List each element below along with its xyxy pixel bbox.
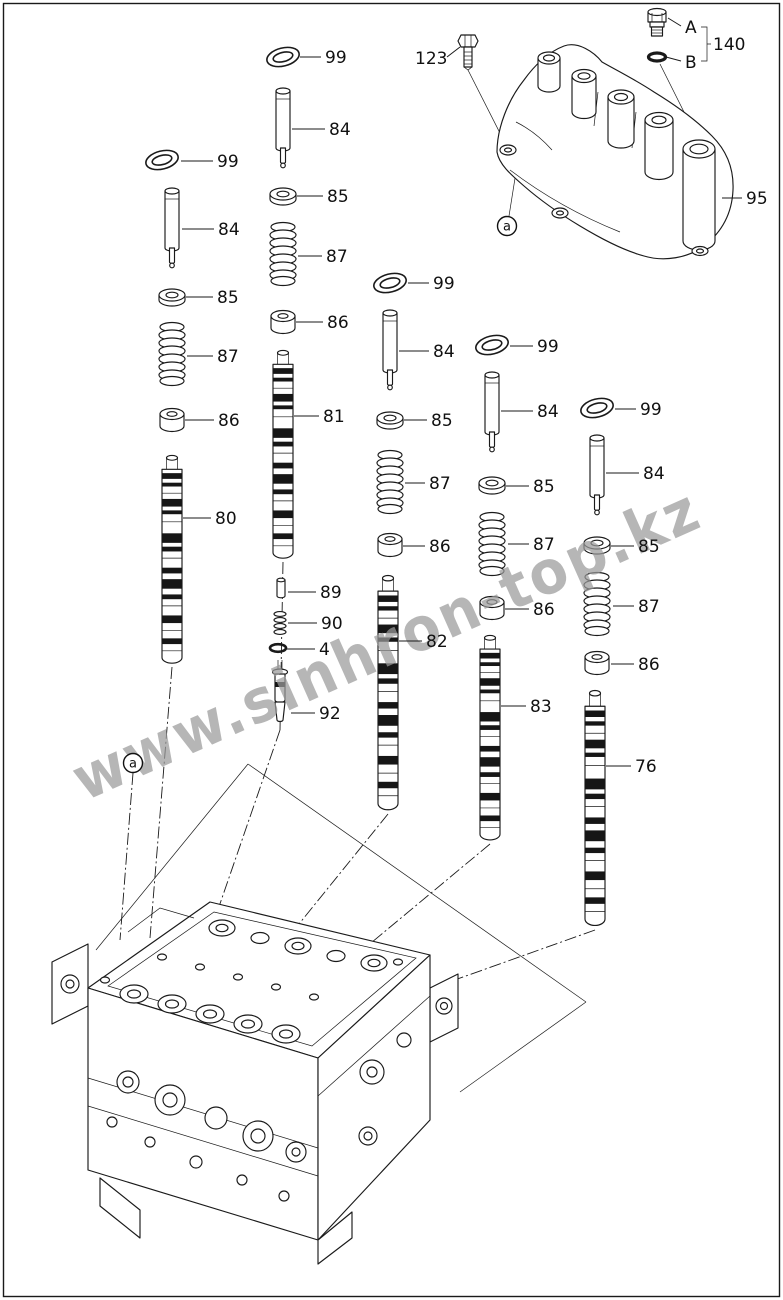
spool-81 — [272, 349, 294, 559]
oring-140b — [646, 51, 668, 63]
plunger-84 — [382, 309, 398, 391]
part-callout-87: 87 — [638, 597, 660, 617]
part-callout-92: 92 — [319, 704, 341, 724]
part-callout-85: 85 — [327, 187, 349, 207]
part-callout-86: 86 — [327, 313, 349, 333]
part-callout-99: 99 — [537, 337, 559, 357]
seat-85 — [269, 187, 297, 206]
leader-line-123 — [446, 46, 461, 58]
part-callout-99: 99 — [217, 152, 239, 172]
part-callout-99: 99 — [433, 274, 455, 294]
view-marker-a: a — [122, 752, 144, 774]
collar-86 — [584, 650, 610, 676]
oring-99 — [578, 394, 616, 422]
plunger-84 — [484, 371, 500, 453]
part-callout-84: 84 — [218, 220, 240, 240]
svg-text:a: a — [129, 757, 137, 772]
spring-90 — [273, 611, 287, 635]
part-callout-86: 86 — [429, 537, 451, 557]
part-callout-86: 86 — [218, 411, 240, 431]
spool-column-2 — [264, 43, 302, 723]
part-callout-89: 89 — [320, 583, 342, 603]
part-callout-82: 82 — [426, 632, 448, 652]
spool-column-1 — [143, 146, 186, 664]
plunger-84 — [589, 434, 605, 516]
part-callout-87: 87 — [326, 247, 348, 267]
spool-83 — [479, 634, 501, 841]
callout-layer: 99 84 85 87 86 80 99 84 85 87 86 81 89 90 4 92 99 84 85 87 8… — [181, 17, 768, 777]
part-callout-99: 99 — [325, 48, 347, 68]
housing-bore-towers — [537, 51, 716, 251]
part-callout-90: 90 — [321, 614, 343, 634]
part-callout-85: 85 — [431, 411, 453, 431]
svg-text:a: a — [503, 220, 511, 235]
part-callout-99: 99 — [640, 400, 662, 420]
part-callout-84: 84 — [329, 120, 351, 140]
spring-87 — [376, 449, 404, 515]
oring-99 — [473, 331, 511, 359]
part-callout-86: 86 — [533, 600, 555, 620]
part-callout-85: 85 — [217, 288, 239, 308]
leader-line-B — [665, 56, 682, 62]
spool-column-5 — [578, 394, 616, 927]
part-callout-87: 87 — [217, 347, 239, 367]
ring-4 — [268, 642, 288, 654]
valve-block-body — [51, 901, 459, 1265]
collar-86 — [377, 532, 403, 558]
part-callout-87: 87 — [429, 474, 451, 494]
oring-99 — [143, 146, 181, 174]
plunger-84 — [275, 87, 291, 169]
part-callout-123: 123 — [415, 49, 447, 69]
pin-89 — [276, 577, 286, 599]
part-callout-84: 84 — [643, 464, 665, 484]
part-callout-140: 140 — [713, 35, 745, 55]
collar-86 — [159, 407, 185, 433]
spool-76 — [584, 689, 606, 927]
marker-layer: aa — [122, 215, 518, 774]
oring-99 — [264, 43, 302, 71]
seat-85 — [158, 288, 186, 307]
part-callout-85: 85 — [533, 477, 555, 497]
seat-85 — [478, 476, 506, 495]
part-callout-4: 4 — [319, 640, 330, 660]
bracket-140 — [701, 26, 711, 62]
part-callout-87: 87 — [533, 535, 555, 555]
view-marker-a: a — [496, 215, 518, 237]
oring-99 — [371, 269, 409, 297]
part-callout-80: 80 — [215, 509, 237, 529]
seat-85 — [376, 411, 404, 430]
part-callout-95: 95 — [746, 189, 768, 209]
part-callout-84: 84 — [537, 402, 559, 422]
spring-87 — [158, 321, 186, 387]
part-callout-85: 85 — [638, 537, 660, 557]
leader-line-A — [667, 17, 682, 27]
part-callout-81: 81 — [323, 407, 345, 427]
bolt-123 — [457, 34, 479, 71]
plug-140a — [647, 7, 667, 37]
part-callout-B: B — [685, 53, 697, 73]
part-callout-86: 86 — [638, 655, 660, 675]
spool-80 — [161, 454, 183, 664]
spring-87 — [269, 221, 297, 287]
part-callout-76: 76 — [635, 757, 657, 777]
poppet-92 — [271, 660, 289, 723]
plunger-84 — [164, 187, 180, 269]
valve-housing-95 — [496, 44, 734, 260]
part-callout-83: 83 — [530, 697, 552, 717]
collar-86 — [270, 309, 296, 335]
part-callout-A: A — [685, 18, 697, 38]
part-callout-84: 84 — [433, 342, 455, 362]
